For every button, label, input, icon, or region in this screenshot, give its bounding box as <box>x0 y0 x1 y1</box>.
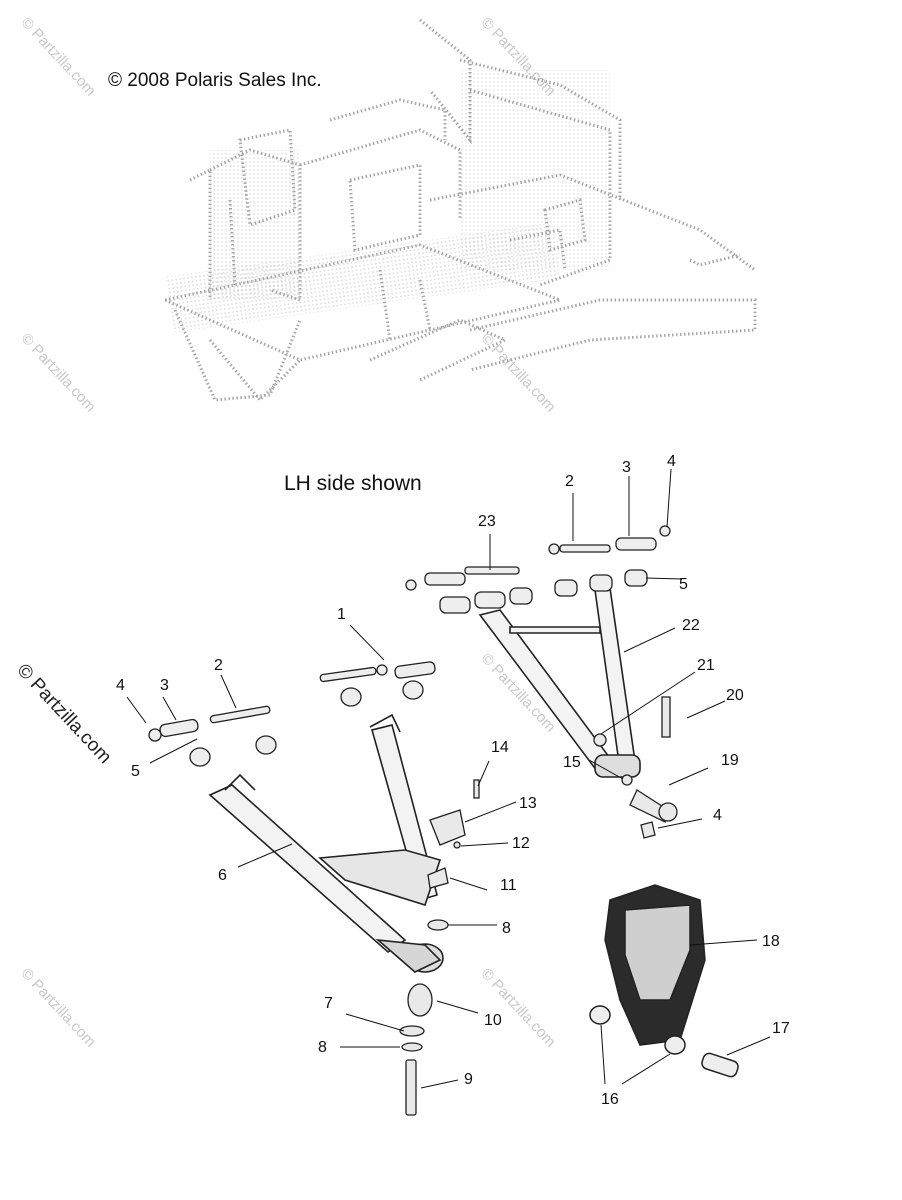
callout-1: 1 <box>337 606 346 623</box>
callout-17: 17 <box>772 1020 790 1037</box>
side-shown-label: LH side shown <box>284 472 422 495</box>
frame-left-upright <box>210 150 300 300</box>
callout-8: 8 <box>318 1039 327 1056</box>
callout-10: 10 <box>484 1012 502 1029</box>
callout-19: 19 <box>721 752 739 769</box>
leader-lines <box>126 468 771 1089</box>
copyright-notice: © 2008 Polaris Sales Inc. <box>108 70 322 91</box>
callout-23: 23 <box>478 513 496 530</box>
callout-22: 22 <box>682 617 700 634</box>
callout-4: 4 <box>116 677 125 694</box>
callout-12: 12 <box>512 835 530 852</box>
frame-right-panel <box>460 70 610 270</box>
callout-8b: 8 <box>502 920 511 937</box>
callout-7: 7 <box>324 995 333 1012</box>
callout-18: 18 <box>762 933 780 950</box>
callout-13: 13 <box>519 795 537 812</box>
callout-2b: 2 <box>565 473 574 490</box>
callout-labels: 1 2 3 4 5 6 7 8 9 10 11 8 12 13 14 15 16… <box>116 453 790 1108</box>
upper-arm-bushings <box>405 525 671 614</box>
small-parts <box>399 696 678 1116</box>
callout-3b: 3 <box>622 459 631 476</box>
callout-16: 16 <box>601 1091 619 1108</box>
callout-15: 15 <box>563 754 581 771</box>
callout-4b: 4 <box>667 453 676 470</box>
callout-21: 21 <box>697 657 715 674</box>
callout-3: 3 <box>160 677 169 694</box>
callout-6: 6 <box>218 867 227 884</box>
upper-a-arm <box>478 587 641 778</box>
callout-11: 11 <box>500 877 517 894</box>
lower-a-arm <box>208 713 444 973</box>
callout-5b: 5 <box>679 576 688 593</box>
callout-14: 14 <box>491 739 509 756</box>
callout-2: 2 <box>214 657 223 674</box>
callout-20: 20 <box>726 687 744 704</box>
callout-4c: 4 <box>713 807 722 824</box>
spindle <box>589 884 739 1078</box>
lower-arm-bushings <box>148 661 436 767</box>
callout-5: 5 <box>131 763 140 780</box>
callout-9: 9 <box>464 1071 473 1088</box>
